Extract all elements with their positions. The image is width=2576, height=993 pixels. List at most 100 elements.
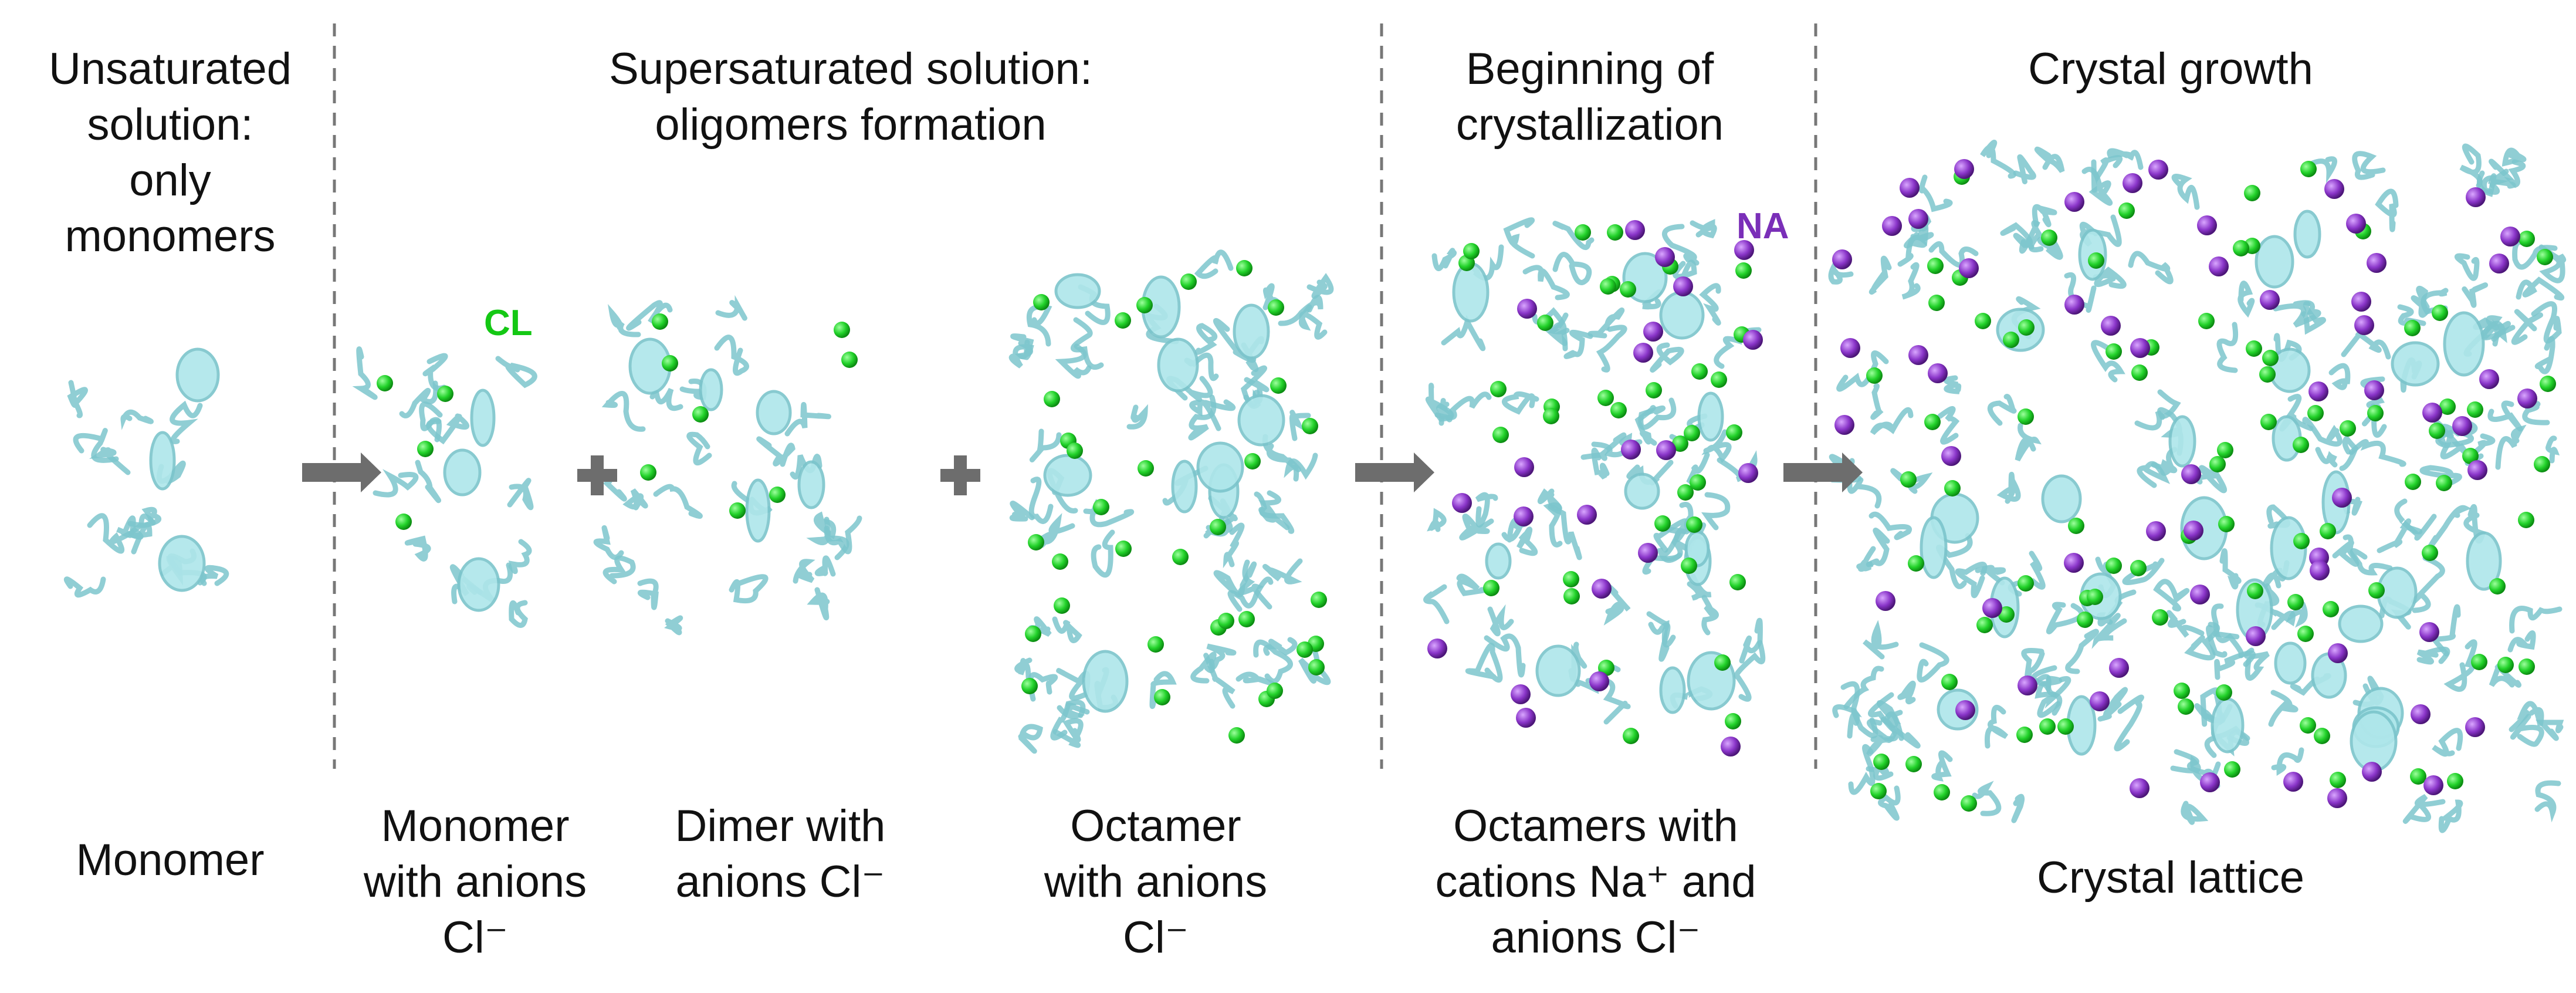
protein-ribbon <box>1030 428 1062 462</box>
protein-ribbon <box>1126 404 1148 430</box>
protein-ribbon <box>1690 219 1717 239</box>
chloride-ion <box>1270 377 1287 394</box>
sodium-ion <box>2130 338 2150 358</box>
sodium-ion <box>2465 717 2485 737</box>
right-arrow-icon <box>1355 452 1434 492</box>
sodium-ion <box>1832 249 1852 269</box>
protein-ribbon <box>1587 308 1625 339</box>
protein-ribbon <box>2097 687 2128 722</box>
sodium-ion <box>2209 256 2229 276</box>
chloride-ion <box>1681 558 1697 574</box>
chloride-ion <box>1684 425 1700 441</box>
sodium-ion <box>2354 315 2374 335</box>
chloride-ion <box>1677 484 1694 501</box>
sodium-ion <box>2018 675 2037 695</box>
chloride-ion <box>652 313 668 330</box>
protein-ribbon <box>1868 511 1912 541</box>
protein-ribbon <box>2214 650 2256 680</box>
heading-unsaturated: Unsaturated solution: only monomers <box>48 44 292 261</box>
chloride-ion <box>2422 545 2438 561</box>
protein-ribbon <box>2545 435 2560 464</box>
protein-helix <box>797 460 825 509</box>
protein-ribbon <box>1441 315 1486 352</box>
protein-ribbon <box>1289 410 1311 441</box>
chloride-ion <box>2224 761 2240 778</box>
chloride-ion <box>1870 783 1887 799</box>
sodium-ion <box>1517 299 1537 319</box>
protein-helix <box>158 535 206 592</box>
protein-ribbon <box>120 409 154 424</box>
sodium-ion <box>2467 460 2487 480</box>
chloride-ion <box>1236 260 1253 276</box>
chloride-ion <box>1975 313 1991 329</box>
protein-ribbon <box>1475 492 1498 528</box>
protein-ribbon <box>1937 406 1960 445</box>
protein-ribbon <box>2128 251 2174 285</box>
protein-ribbon <box>664 615 683 636</box>
sodium-ion <box>1577 505 1597 525</box>
protein-ribbon <box>714 335 749 376</box>
protein-ribbon <box>1194 323 1218 355</box>
protein-ribbon <box>1866 711 1904 742</box>
chloride-ion <box>2244 185 2260 201</box>
sodium-ion <box>2148 160 2168 180</box>
chloride-ion <box>1044 391 1060 407</box>
protein-ribbon <box>1987 393 2017 426</box>
protein-ribbon <box>1427 508 1447 532</box>
chloride-ion <box>2262 350 2279 366</box>
protein-ribbon <box>1465 643 1503 683</box>
chloride-ion <box>2039 718 2056 735</box>
protein-ribbon <box>2065 629 2099 674</box>
chloride-ion <box>2130 560 2147 576</box>
sodium-ion <box>2123 173 2142 193</box>
protein-ribbon <box>2507 630 2536 653</box>
protein-ribbon <box>1516 526 1538 556</box>
protein-ribbon <box>1431 248 1457 271</box>
protein-ribbon <box>2332 534 2360 567</box>
chloride-ion <box>1654 515 1671 532</box>
monomer-with-anions-structure <box>352 346 537 628</box>
chloride-ion <box>1563 571 1579 587</box>
protein-ribbon <box>793 559 815 584</box>
chloride-ion <box>1054 597 1070 614</box>
sodium-ion <box>2260 290 2280 310</box>
sodium-ion <box>1882 216 1902 236</box>
na-label: NA <box>1736 206 1789 246</box>
protein-ribbon <box>2034 146 2065 173</box>
chloride-ion <box>2519 231 2535 247</box>
heading-supersaturated: Supersaturated solution: oligomers forma… <box>609 44 1092 150</box>
protein-ribbon <box>2037 229 2063 260</box>
chloride-ion <box>1210 519 1226 535</box>
chloride-ion <box>1033 294 1050 310</box>
chloride-ion <box>2068 518 2084 534</box>
protein-ribbon <box>73 428 119 463</box>
protein-ribbon <box>1459 514 1494 541</box>
protein-ribbon <box>2091 340 2125 383</box>
protein-helix <box>756 390 792 435</box>
protein-helix <box>1157 337 1199 393</box>
chloride-ion <box>1905 756 1922 772</box>
sodium-ion <box>1900 178 1920 198</box>
chloride-ion <box>2287 594 2304 610</box>
chloride-ion <box>437 386 453 402</box>
chloride-ion <box>1302 418 1318 434</box>
chloride-ion <box>2405 474 2421 490</box>
chloride-ion <box>1218 613 1234 629</box>
protein-ribbon <box>1972 781 2002 816</box>
chloride-ion <box>2330 772 2346 788</box>
caption-crystal-lattice: Crystal lattice <box>2036 853 2305 903</box>
chloride-ion <box>2077 612 2093 628</box>
protein-helix <box>2350 710 2398 772</box>
sodium-ion <box>2181 464 2201 484</box>
chloride-ion <box>2307 405 2324 421</box>
protein-ribbon <box>2268 690 2299 727</box>
protein-ribbon <box>87 513 135 554</box>
protein-ribbon <box>1919 174 1953 212</box>
chloride-ion <box>1136 297 1153 313</box>
protein-ribbon <box>170 400 203 444</box>
protein-ribbon <box>2195 464 2227 494</box>
protein-ribbon <box>373 469 419 498</box>
protein-ribbon <box>2243 647 2270 681</box>
protein-ribbon <box>2534 780 2561 823</box>
